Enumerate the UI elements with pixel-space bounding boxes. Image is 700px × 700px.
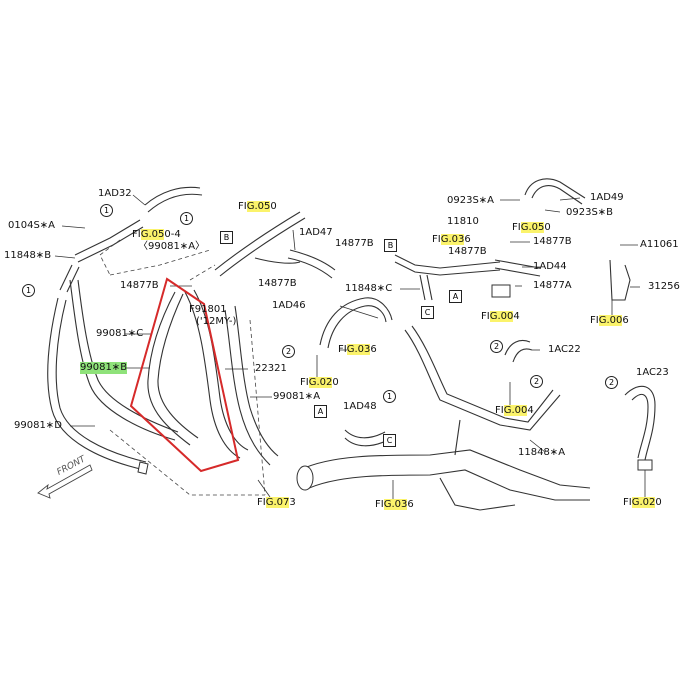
label-1ad32: 1AD32: [98, 188, 132, 199]
pipe-11848-a: [404, 325, 561, 431]
callout-circle-1: 1: [180, 212, 193, 225]
label-fig036-bottom: FIG.036: [375, 499, 414, 510]
ref-box-a: A: [449, 290, 462, 303]
hose-1ad48: [344, 429, 389, 447]
label-14877a: 14877A: [533, 280, 572, 291]
label-a11061: A11061: [640, 239, 679, 250]
label-14877b-right1: 14877B: [533, 236, 572, 247]
label-1ad44: 1AD44: [533, 261, 567, 272]
label-11848-c: 11848∗C: [345, 283, 393, 294]
hose-99081-b: [147, 291, 199, 446]
label-1ad48: 1AD48: [343, 401, 377, 412]
label-99081-a: 99081∗A: [273, 391, 321, 402]
ref-box-c: C: [383, 434, 396, 447]
label-11810: 11810: [447, 216, 479, 227]
label-99081-b: 99081∗B: [80, 362, 128, 374]
label-fig036-right: FIG.036: [432, 234, 471, 245]
note-99081-a: 〈99081∗A〉: [138, 241, 206, 252]
label-14877b-right2: 14877B: [448, 246, 487, 257]
hose-99081-c: [69, 279, 179, 441]
label-fig020-mid: FIG.020: [300, 377, 339, 388]
label-14877b-center: 14877B: [335, 238, 374, 249]
label-1ad47: 1AD47: [299, 227, 333, 238]
label-11848-b: 11848∗B: [4, 250, 52, 261]
note-12my: ('12MY-): [196, 316, 237, 327]
label-fig020-right: FIG.020: [623, 497, 662, 508]
ref-box-b: B: [384, 239, 397, 252]
ref-box-b: B: [220, 231, 233, 244]
label-22321: 22321: [255, 363, 287, 374]
hose-1ad49: [524, 178, 586, 205]
label-99081-c: 99081∗C: [96, 328, 144, 339]
hose-1ac23: [624, 385, 656, 471]
hose-1ad46: [319, 297, 393, 349]
dashed-assembly-outline: [99, 239, 266, 496]
label-fig036-mid: FIG.036: [338, 344, 377, 355]
label-14877b-left: 14877B: [120, 280, 159, 291]
label-fig050-top: FIG.050: [238, 201, 277, 212]
pipe-11848-c: [394, 254, 501, 301]
callout-circle-1: 1: [383, 390, 396, 403]
ref-box-c: C: [421, 306, 434, 319]
label-31256: 31256: [648, 281, 680, 292]
label-99081-d: 99081∗D: [14, 420, 62, 431]
label-11848-a: 11848∗A: [518, 447, 566, 458]
label-14877b-mid: 14877B: [258, 278, 297, 289]
callout-circle-2: 2: [530, 375, 543, 388]
hose-99081-d: [47, 297, 149, 475]
hose-22321: [184, 289, 279, 466]
pipe-fig050: [214, 211, 306, 277]
label-1ad49: 1AD49: [590, 192, 624, 203]
bracket-31256: [609, 259, 631, 301]
label-fig004-top: FIG.004: [481, 311, 520, 322]
water-pipe-assembly: [296, 419, 591, 511]
callout-circle-2: 2: [490, 340, 503, 353]
callout-circle-1: 1: [22, 284, 35, 297]
highlight-frame: [129, 277, 240, 473]
label-fig004-bottom: FIG.004: [495, 405, 534, 416]
label-1ad46: 1AD46: [272, 300, 306, 311]
label-fig050-4: FIG.050-4: [132, 229, 181, 240]
hose-1ac22: [504, 339, 533, 363]
label-0104s-a: 0104S∗A: [8, 220, 56, 231]
label-0923s-b: 0923S∗B: [566, 207, 614, 218]
callout-circle-2: 2: [605, 376, 618, 389]
label-0923s-a: 0923S∗A: [447, 195, 495, 206]
label-f91801: F91801: [189, 304, 227, 315]
hose-1ad47: [287, 249, 336, 279]
label-1ac23: 1AC23: [636, 367, 669, 378]
label-fig050-right: FIG.050: [512, 222, 551, 233]
ref-box-a: A: [314, 405, 327, 418]
callout-circle-2: 2: [282, 345, 295, 358]
label-fig006: FIG.006: [590, 315, 629, 326]
callout-circle-1: 1: [100, 204, 113, 217]
label-fig073: FIG.073: [257, 497, 296, 508]
front-arrow-icon: [37, 464, 93, 499]
label-1ac22: 1AC22: [548, 344, 581, 355]
